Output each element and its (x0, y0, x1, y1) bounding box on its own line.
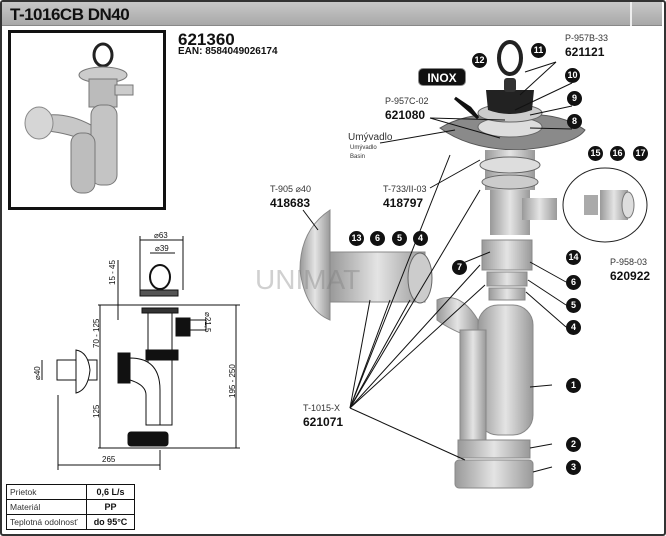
basin-label-sub: Umývadlo (350, 145, 377, 151)
callout-1: 1 (566, 378, 581, 393)
p958-code: 620922 (610, 269, 651, 283)
t905-model: T-905 ⌀40 (270, 184, 311, 194)
callout-16: 16 (610, 146, 625, 161)
callout-6b: 6 (566, 275, 581, 290)
callout-13: 13 (349, 231, 364, 246)
t1015-code: 621071 (303, 415, 344, 429)
callout-4: 4 (413, 231, 428, 246)
callout-11: 11 (531, 43, 546, 58)
p957b-model: P-957B-33 (565, 33, 609, 43)
product-thumbnail (8, 30, 166, 210)
t905-code: 418683 (270, 196, 311, 210)
callout-12: 12 (472, 53, 487, 68)
callout-17: 17 (633, 146, 648, 161)
siphon-photo (24, 42, 134, 194)
callout-15: 15 (588, 146, 603, 161)
basin-label: Umývadlo (348, 132, 393, 143)
callout-8: 8 (567, 114, 582, 129)
callout-2: 2 (566, 437, 581, 452)
inox-badge: INOX (418, 68, 466, 86)
callout-4b: 4 (566, 320, 581, 335)
callout-7: 7 (452, 260, 467, 275)
ean-code: EAN: 8584049026174 (178, 46, 278, 57)
callout-3: 3 (566, 460, 581, 475)
spec-value: 0,6 L/s (86, 484, 135, 500)
p957b-code: 621121 (565, 45, 605, 59)
dim-d39: ⌀39 (155, 244, 169, 253)
callout-5: 5 (392, 231, 407, 246)
header-divider (630, 2, 632, 26)
spec-value: do 95°C (86, 514, 135, 530)
spec-label: Prietok (6, 484, 87, 500)
product-code: 621360 (178, 30, 235, 49)
spec-value: PP (86, 499, 135, 515)
spec-label: Materiál (6, 499, 87, 515)
p958-model: P-958-03 (610, 257, 648, 267)
dim-d63: ⌀63 (154, 231, 168, 240)
t1015-model: T-1015-X (303, 403, 341, 413)
header-bar: T-1016CB DN40 (2, 2, 662, 26)
t733-code: 418797 (383, 196, 424, 210)
callout-5b: 5 (566, 298, 581, 313)
p957c-code: 621080 (385, 108, 426, 122)
t733-model: T-733/II-03 (383, 184, 427, 194)
basin-label-en: Basin (350, 154, 366, 160)
spec-label: Teplotná odolnosť (6, 514, 87, 530)
callout-14: 14 (566, 250, 581, 265)
callout-10: 10 (565, 68, 580, 83)
dim-265: 265 (102, 455, 116, 464)
callout-6: 6 (370, 231, 385, 246)
product-title: T-1016CB DN40 (10, 5, 130, 24)
callout-9: 9 (567, 91, 582, 106)
p957c-model: P-957C-02 (385, 96, 429, 106)
